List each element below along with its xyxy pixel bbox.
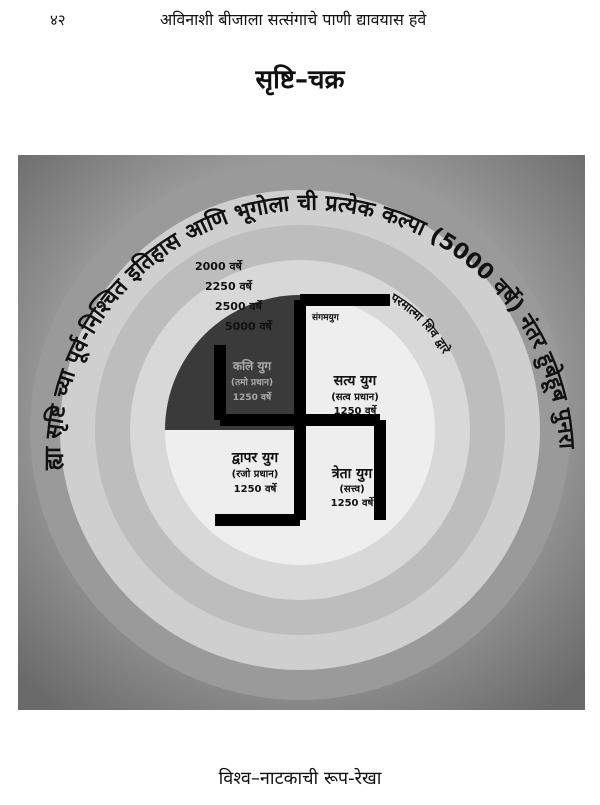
svg-text:(सत्व प्रधान): (सत्व प्रधान) bbox=[331, 392, 379, 403]
yuga-dvapar: द्वापर युग (रजो प्रधान) 1250 वर्षे bbox=[231, 450, 279, 495]
page-number: ४२ bbox=[50, 11, 66, 29]
svg-text:1250 वर्षे: 1250 वर्षे bbox=[334, 404, 378, 417]
svg-text:(सत्त्व): (सत्त्व) bbox=[339, 484, 364, 495]
svg-text:द्वापर युग: द्वापर युग bbox=[231, 450, 279, 467]
yuga-treta: त्रेता युग (सत्त्व) 1250 वर्षे bbox=[331, 465, 375, 509]
svg-text:सत्य युग: सत्य युग bbox=[333, 373, 378, 390]
page-title: सृष्टि–चक्र bbox=[255, 65, 345, 95]
running-title: अविनाशी बीजाला सत्संगाचे पाणी द्यावयास ह… bbox=[160, 10, 427, 29]
sangam-label: संगमयुग bbox=[311, 312, 340, 323]
svg-text:कलि युग: कलि युग bbox=[232, 359, 273, 374]
ring-label: 2500 वर्षे bbox=[215, 299, 263, 313]
svg-text:1250 वर्षे: 1250 वर्षे bbox=[331, 496, 375, 509]
figure-caption: विश्व–नाटकाची रूप-रेखा bbox=[218, 768, 382, 789]
swastika-icon bbox=[214, 294, 390, 526]
ring-label: 2250 वर्षे bbox=[205, 279, 253, 293]
svg-text:(तमो प्रधान): (तमो प्रधान) bbox=[231, 376, 273, 388]
yuga-kali: कलि युग (तमो प्रधान) 1250 वर्षे bbox=[231, 359, 273, 403]
svg-text:त्रेता युग: त्रेता युग bbox=[331, 465, 373, 483]
ring-label: 2000 वर्षे bbox=[195, 259, 243, 273]
kali-quadrant bbox=[165, 295, 300, 430]
svg-text:1250 वर्षे: 1250 वर्षे bbox=[233, 391, 272, 403]
ring-label: 5000 वर्षे bbox=[225, 319, 273, 333]
svg-text:(रजो प्रधान): (रजो प्रधान) bbox=[232, 467, 279, 480]
svg-text:1250 वर्षे: 1250 वर्षे bbox=[234, 482, 278, 495]
yuga-satya: सत्य युग (सत्व प्रधान) 1250 वर्षे bbox=[331, 373, 379, 417]
